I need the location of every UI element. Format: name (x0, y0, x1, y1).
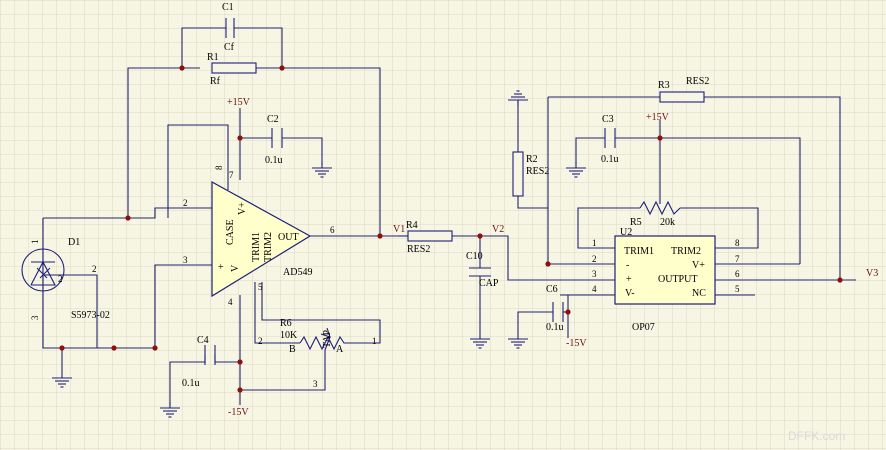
op07-pin-2: 2 (592, 254, 597, 264)
r6-tap-label: TAP (322, 329, 333, 348)
u2-part: OP07 (632, 322, 655, 333)
ad549-part: AD549 (283, 267, 312, 278)
op07-supply-neg: -15V (566, 338, 587, 349)
ad549-pin-7: 7 (229, 170, 234, 180)
capacitor-c4: C4 0.1u (182, 335, 216, 389)
c1-ref: C1 (222, 2, 234, 13)
op07-trim2-label: TRIM2 (671, 246, 701, 257)
r2-ref: R2 (526, 154, 538, 165)
r6-pin-2: 2 (258, 336, 263, 346)
d1-pin-3: 3 (30, 315, 40, 320)
r6-pin-3: 3 (313, 379, 318, 389)
ad549-plus-label: + (218, 262, 224, 273)
ad549-pin-6: 6 (330, 225, 335, 235)
ad549-pin-4: 4 (228, 297, 233, 307)
ad549-pin-5: 5 (258, 282, 263, 292)
r3-value: RES2 (686, 76, 709, 87)
ad549-supply-pos: +15V (227, 97, 251, 108)
ad549-trim2-label: TRIM2 (263, 232, 274, 262)
d1-part: S5973-02 (71, 310, 110, 321)
r6-value: 10K (280, 330, 298, 341)
c10-ref: C10 (466, 251, 483, 262)
r2-value: RES2 (526, 166, 549, 177)
junction-dots (59, 65, 843, 393)
d1-pin-2-outer: 2 (92, 264, 97, 274)
op07-pin-7: 7 (735, 254, 740, 264)
photodiode-d1: D1 S5973-02 1 2 3 2 (21, 237, 110, 321)
c3-ref: C3 (602, 114, 614, 125)
op07-trim1-label: TRIM1 (624, 246, 654, 257)
op07-pin-4: 4 (592, 284, 597, 294)
net-v3: V3 (866, 268, 878, 279)
c10-value: CAP (479, 278, 499, 289)
op07-pin-1: 1 (592, 238, 597, 248)
capacitor-c2: C2 0.1u (265, 114, 283, 166)
op07-stage: R2 RES2 R3 RES2 C3 0.1u +15V R5 20k U2 O… (507, 76, 878, 349)
opamp-ad549: CASE V+ TRIM1 TRIM2 OUT + V AD549 (211, 180, 312, 298)
c1-value: Cf (224, 42, 235, 53)
resistor-r1: R1 Rf (207, 52, 257, 87)
r6-ref: R6 (280, 318, 292, 329)
r1-value: Rf (210, 76, 221, 87)
r5-ref: R5 (630, 217, 642, 228)
r6-pin-1: 1 (372, 336, 377, 346)
op07-pin-5: 5 (735, 284, 740, 294)
watermark: DFFK.com (788, 429, 845, 443)
ad549-pin-2: 2 (183, 198, 188, 208)
ad549-vplus-label: V+ (237, 202, 248, 215)
c4-value: 0.1u (182, 378, 200, 389)
c3-value: 0.1u (601, 154, 619, 165)
c2-value: 0.1u (265, 155, 283, 166)
potentiometer-r6: R6 10K B TAP A 1 2 3 (258, 318, 377, 389)
op07-pin-3: 3 (592, 269, 597, 279)
c4-ref: C4 (197, 335, 209, 346)
r6-b-label: B (289, 344, 296, 355)
d1-pin-1: 1 (30, 240, 40, 245)
ad549-supply-neg: -15V (228, 407, 249, 418)
op07-minus-label: - (626, 260, 629, 271)
ad549-case-label: CASE (225, 219, 236, 245)
net-v1: V1 (393, 224, 405, 235)
r3-ref: R3 (658, 80, 670, 91)
d1-pin-2: 2 (58, 274, 63, 284)
r4-value: RES2 (407, 244, 430, 255)
ad549-pin-3: 3 (183, 255, 188, 265)
resistor-r3 (659, 91, 705, 103)
op07-plus-label: + (626, 274, 632, 285)
resistor-r2 (512, 151, 524, 197)
ad549-pin-8: 8 (214, 165, 224, 170)
op07-output-label: OUTPUT (658, 274, 697, 285)
r6-a-label: A (336, 344, 344, 355)
r4-ref: R4 (406, 220, 418, 231)
ad549-trim1-label: TRIM1 (251, 232, 262, 262)
rc-filter: R4 RES2 V1 V2 C10 CAP (393, 220, 588, 349)
ad549-out-label: OUT (278, 232, 299, 243)
r5-value: 20k (660, 217, 675, 228)
resistor-r4 (407, 230, 453, 242)
c2-ref: C2 (267, 114, 279, 125)
u2-ref: U2 (620, 227, 632, 238)
op07-supply-pos: +15V (646, 112, 670, 123)
ad549-stage: C1 Cf R1 Rf C2 0.1u +15V CASE V+ TRIM1 T… (21, 2, 398, 418)
op07-vplus-label: V+ (692, 260, 705, 271)
op07-vminus-label: V- (625, 288, 635, 299)
capacitor-c1: C1 Cf (200, 2, 262, 53)
net-v2: V2 (492, 224, 504, 235)
d1-ref: D1 (68, 237, 80, 248)
c6-value: 0.1u (546, 322, 564, 333)
op07-pin-8: 8 (735, 238, 740, 248)
opamp-op07 (614, 235, 716, 305)
op07-nc-label: NC (692, 288, 706, 299)
ad549-v-label: V (230, 264, 241, 272)
c6-ref: C6 (546, 284, 558, 295)
op07-pin-6: 6 (735, 269, 740, 279)
r1-ref: R1 (207, 52, 219, 63)
